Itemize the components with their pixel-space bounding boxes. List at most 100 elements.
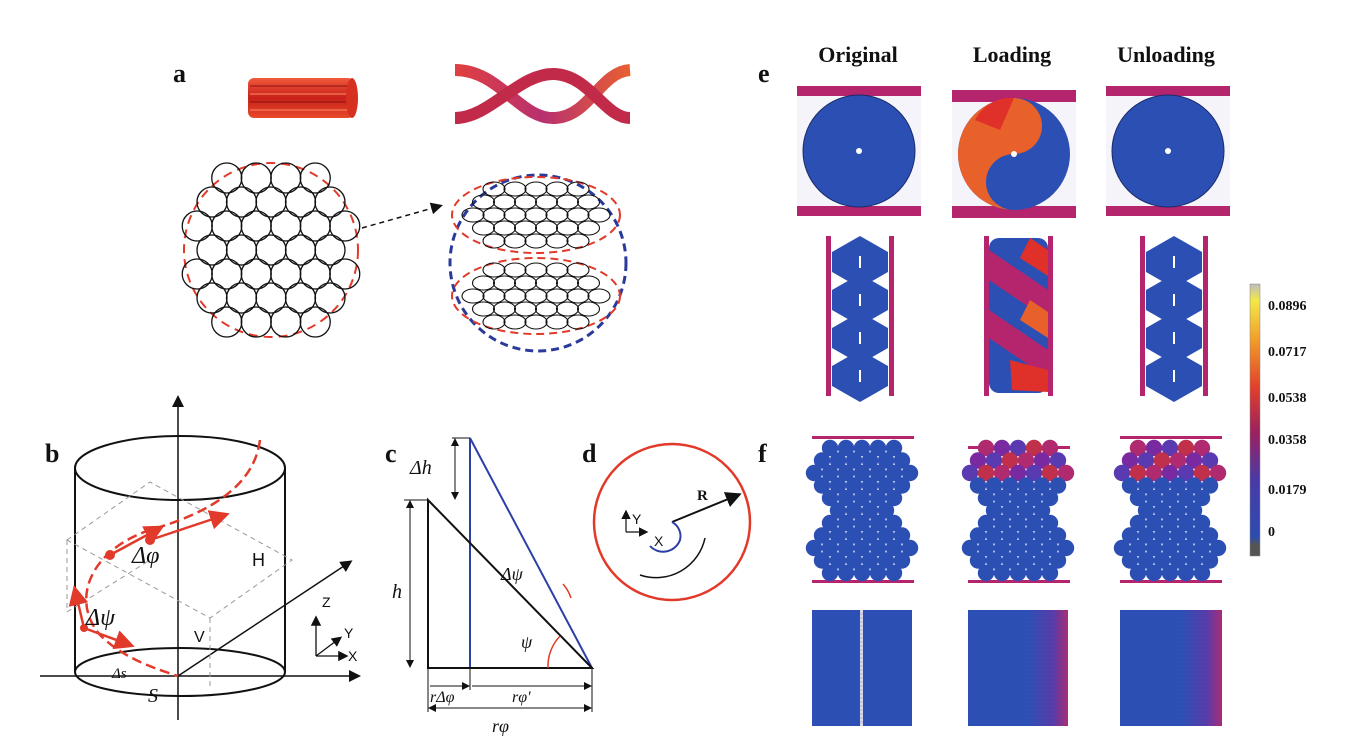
fiber-cross-section [1121,452,1139,469]
fiber-cross-section [853,439,871,457]
fiber-cross-section [1137,527,1155,544]
fiber-cross-section [869,564,887,582]
fiber-cross-section [861,452,879,469]
fiber-circle [299,210,331,242]
r-phi-prime-label: rφ' [512,689,531,706]
fiber-ellipse [587,207,611,223]
fiber-cross-section [853,489,871,507]
fiber-cross-section [1057,539,1075,557]
inner-triangle [427,497,595,669]
fiber-cross-section [1017,502,1035,519]
fiber-cross-section [969,477,987,494]
segment-marker [859,256,861,268]
fiber-cross-section [1137,552,1155,569]
fiber-cross-section [1017,527,1035,544]
column-header-unloading: Unloading [1117,42,1215,67]
colorbar-tick-label: 0.0358 [1268,433,1307,448]
fiber-cross-section [1169,452,1187,469]
fiber-cross-section [1025,489,1043,507]
fiber-cross-section [1137,452,1155,469]
fiber-circle [299,306,331,338]
fiber-cross-section [845,527,863,544]
fiber-cross-section [813,552,831,569]
fiber-cross-section [813,452,831,469]
fiber-ellipse [503,207,527,223]
fiber-cross-section [1193,514,1211,532]
fiber-cross-section [961,539,979,557]
delta-phi-label: Δφ [131,543,159,569]
column-header-loading: Loading [973,42,1051,67]
fiber-circle [225,234,258,266]
fiber-cross-section [869,539,887,557]
fiber-cross-section [1025,564,1043,582]
fiber-ellipse [492,275,517,291]
fiber-cross-section [1033,477,1051,494]
fiber-cross-section [1201,527,1219,544]
fiber-ellipse [482,314,506,330]
fiber-cross-section [885,564,903,582]
fiber-ellipse [471,194,496,210]
fiber-cross-section [1185,527,1203,544]
fiber-ellipse [471,301,496,317]
fiber-circle [314,186,346,218]
fiber-cross-section [893,527,911,544]
fiber-circle [270,306,302,338]
fiber-cross-section [845,502,863,519]
fiber-cross-section [977,514,995,532]
fiber-cross-section [869,489,887,507]
fiber-cross-section [1025,464,1043,482]
fiber-ellipse [524,288,548,304]
fiber-cross-section [845,477,863,494]
fiber-ellipse [545,233,569,249]
fiber-cross-section [1041,464,1059,482]
fiber-circle [270,210,302,242]
fiber-cross-section [1201,477,1219,494]
fiber-ellipse [534,275,559,291]
block-loading [968,610,1068,726]
fiber-cross-section [877,552,895,569]
fiber-cross-section [1009,514,1027,532]
fiber-ellipse [524,314,548,330]
fiber-cross-section [829,477,847,494]
fiber-cross-section [1049,477,1067,494]
fiber-cross-section [1129,489,1147,507]
fiber-cross-section [977,539,995,557]
fiber-cross-section [869,464,887,482]
fiber-cross-section [853,539,871,557]
fiber-cross-section [1161,539,1179,557]
fiber-cross-section [1145,489,1163,507]
helix-path [84,439,262,678]
fiber-ellipse [503,262,527,278]
fiber-cross-section [861,502,879,519]
fiber-cross-section [1177,464,1195,482]
fiber-cross-section [1129,439,1147,457]
fiber-cross-section [993,464,1011,482]
fiber-cross-section [1121,552,1139,569]
fiber-cross-section [805,539,823,557]
fiber-cross-section [1185,552,1203,569]
fiber-cross-section [1001,477,1019,494]
fiber-cross-section [1209,539,1227,557]
fiber-cross-section [853,564,871,582]
fiber-ellipse [482,262,506,278]
fiber-cross-section [1049,552,1067,569]
axis-y-label: Y [344,625,354,641]
fiber-cross-section [1137,477,1155,494]
panel-f: f [758,436,1227,726]
fiber-cross-section [1185,502,1203,519]
fiber-cross-section [869,514,887,532]
fiber-circle [314,282,346,314]
block-original [812,610,912,726]
fiber-cross-section [1153,477,1171,494]
fiber-circle [255,186,287,218]
fiber-cross-section [1009,539,1027,557]
segment-marker [1173,370,1175,382]
fiber-cross-section [1049,452,1067,469]
fiber-ellipse [461,207,485,223]
fiber-ellipse [513,194,538,210]
d-axis-y-label: Y [632,511,642,527]
fiber-ellipse [555,275,580,291]
fiber-cross-section [985,552,1003,569]
fiber-ellipse [482,233,506,249]
